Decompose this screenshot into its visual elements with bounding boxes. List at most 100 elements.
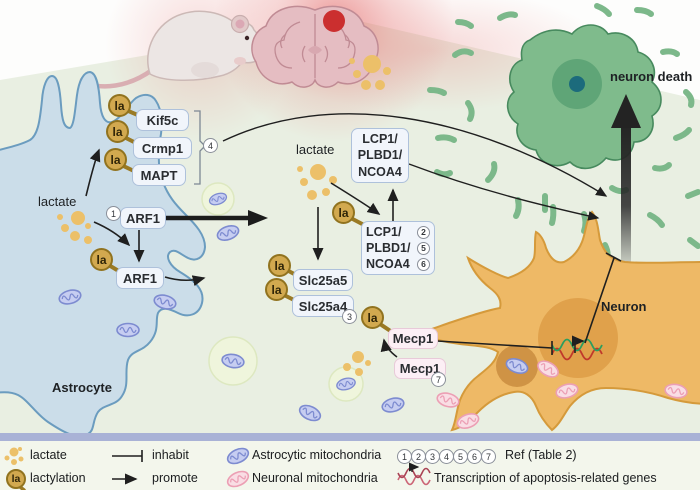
mouse-leg	[191, 62, 219, 78]
label-neuron-death: neuron death	[610, 69, 693, 84]
arrow-laarf1-right	[164, 275, 206, 287]
legend-neuro-mito-label: Neuronal mitochondria	[252, 471, 378, 485]
box-slc25a4-label: Slc25a4	[298, 298, 348, 314]
mouse-eye	[244, 35, 250, 41]
lcp1la-name3: NCOA4	[366, 257, 410, 271]
lactate-dots-mecp1	[343, 351, 371, 376]
lcp1la-row: PLBD1/ 5	[366, 240, 430, 256]
box-kif5c: Kif5c	[136, 109, 189, 131]
dying-neuron-nucleolus	[569, 76, 585, 92]
lactylation-badge-lcp1: la	[332, 201, 355, 224]
box-mecp1-lactylated: Mecp1	[388, 328, 438, 349]
ref-circle-1: 1	[106, 206, 121, 221]
arrow-lactate-to-arf1	[93, 221, 131, 247]
badge-la-text: la	[274, 258, 285, 273]
legend-ref-6: 6	[467, 449, 482, 464]
ref-4-text: 4	[207, 140, 213, 151]
box-arf1-label: ARF1	[126, 210, 160, 226]
box-crmp1-label: Crmp1	[141, 140, 184, 156]
box-slc25a5-label: Slc25a5	[298, 272, 348, 288]
inhibit-mecp1-to-dna	[436, 340, 553, 355]
mouse-inner-ear	[235, 19, 245, 29]
legend-ref-1: 1	[397, 449, 412, 464]
badge-la-text: la	[367, 310, 378, 325]
legend-ref-5: 5	[453, 449, 468, 464]
legend-ref-5-text: 5	[457, 451, 463, 462]
badge-la-text: la	[338, 205, 349, 220]
ref-circle-6: 6	[417, 257, 430, 271]
lcp1-line1: LCP1/	[362, 131, 398, 146]
legend-lactate-label: lactate	[30, 448, 67, 462]
lactylation-badge-kif5c: la	[108, 94, 131, 117]
curve-lcp1-to-neuron	[408, 163, 600, 221]
legend-ref-2-text: 2	[415, 451, 421, 462]
legend-ref-label: Ref (Table 2)	[505, 448, 577, 462]
inhibit-dna-diagonal	[584, 252, 622, 344]
lactylation-badge-mecp1: la	[361, 306, 384, 329]
label-neuron: Neuron	[601, 299, 647, 314]
pathway-arrows	[85, 113, 622, 358]
thick-arrow-arf1	[166, 210, 268, 226]
box-slc25a4: Slc25a4	[292, 295, 354, 317]
lactylation-badge-crmp1: la	[106, 120, 129, 143]
mouse-illustration	[79, 10, 265, 89]
legend-background	[0, 441, 700, 490]
box-lcp1-lactylated: LCP1/ 2 PLBD1/ 5 NCOA4 6	[361, 221, 435, 275]
lactate-dots-astrocyte	[57, 211, 92, 244]
lactylation-badge-mapt: la	[104, 148, 127, 171]
box-mapt: MAPT	[132, 164, 186, 186]
neuron-death-arrow	[611, 94, 641, 278]
lcp1-line3: NCOA4	[358, 164, 402, 179]
vesicles	[201, 182, 364, 402]
legend-ref-4: 4	[439, 449, 454, 464]
ref-circle-2: 2	[417, 225, 430, 239]
legend-lactate-icon	[4, 447, 24, 465]
badge-la-text: la	[271, 282, 282, 297]
legend-ref-6-text: 6	[471, 451, 477, 462]
legend-dna-icon	[397, 462, 431, 486]
legend-transcription-label: Transcription of apoptosis-related genes	[434, 471, 657, 485]
mouse-paw	[234, 57, 246, 65]
lcp1la-row: LCP1/ 2	[366, 224, 430, 240]
box-lcp1-free: LCP1/ PLBD1/ NCOA4	[351, 128, 409, 183]
arrow-mecp1-up	[380, 338, 398, 358]
label-astrocyte: Astrocyte	[52, 380, 112, 395]
brain-ventricle	[308, 46, 322, 54]
legend-ref-2: 2	[411, 449, 426, 464]
badge-la-text: la	[11, 473, 21, 485]
box-slc25a5: Slc25a5	[293, 269, 353, 291]
box-arf1: ARF1	[120, 207, 166, 229]
legend-promote-label: promote	[152, 471, 198, 485]
curve-group4-to-neuron	[222, 113, 608, 197]
box-mapt-label: MAPT	[140, 167, 178, 183]
lactate-dots-mid	[297, 164, 337, 200]
neuron-cell	[419, 210, 700, 432]
lcp1la-name2: PLBD1/	[366, 241, 411, 255]
box-kif5c-label: Kif5c	[146, 112, 179, 128]
dna-transcription-icon	[551, 335, 603, 361]
badge-la-text: la	[96, 252, 107, 267]
badge-la-text: la	[110, 152, 121, 167]
badge-la-text: la	[114, 98, 125, 113]
ref-1-text: 1	[110, 208, 116, 219]
legend-lactylation-icon: la	[6, 469, 26, 489]
legend-ref-3-text: 3	[429, 451, 435, 462]
legend-ref-4-text: 4	[443, 451, 449, 462]
legend-divider	[0, 433, 700, 441]
legend-ref-7: 7	[481, 449, 496, 464]
box-mecp1-label: Mecp1	[399, 361, 441, 376]
legend-ref-1-text: 1	[401, 451, 407, 462]
ref-7-text: 7	[435, 374, 441, 385]
ref-circle-7: 7	[431, 372, 446, 387]
lactylation-badge-arf1: la	[90, 248, 113, 271]
lcp1-line2: PLBD1/	[357, 148, 403, 163]
stroke-lesion	[323, 10, 345, 32]
arrow-lactate-to-group	[85, 148, 101, 197]
box-arf1-lactylated: ARF1	[116, 267, 164, 289]
lactate-dots-top	[349, 55, 391, 90]
legend-astro-mito-label: Astrocytic mitochondria	[252, 448, 382, 462]
label-lactate-astrocyte: lactate	[38, 194, 77, 209]
lcp1la-name1: LCP1/	[366, 225, 402, 239]
